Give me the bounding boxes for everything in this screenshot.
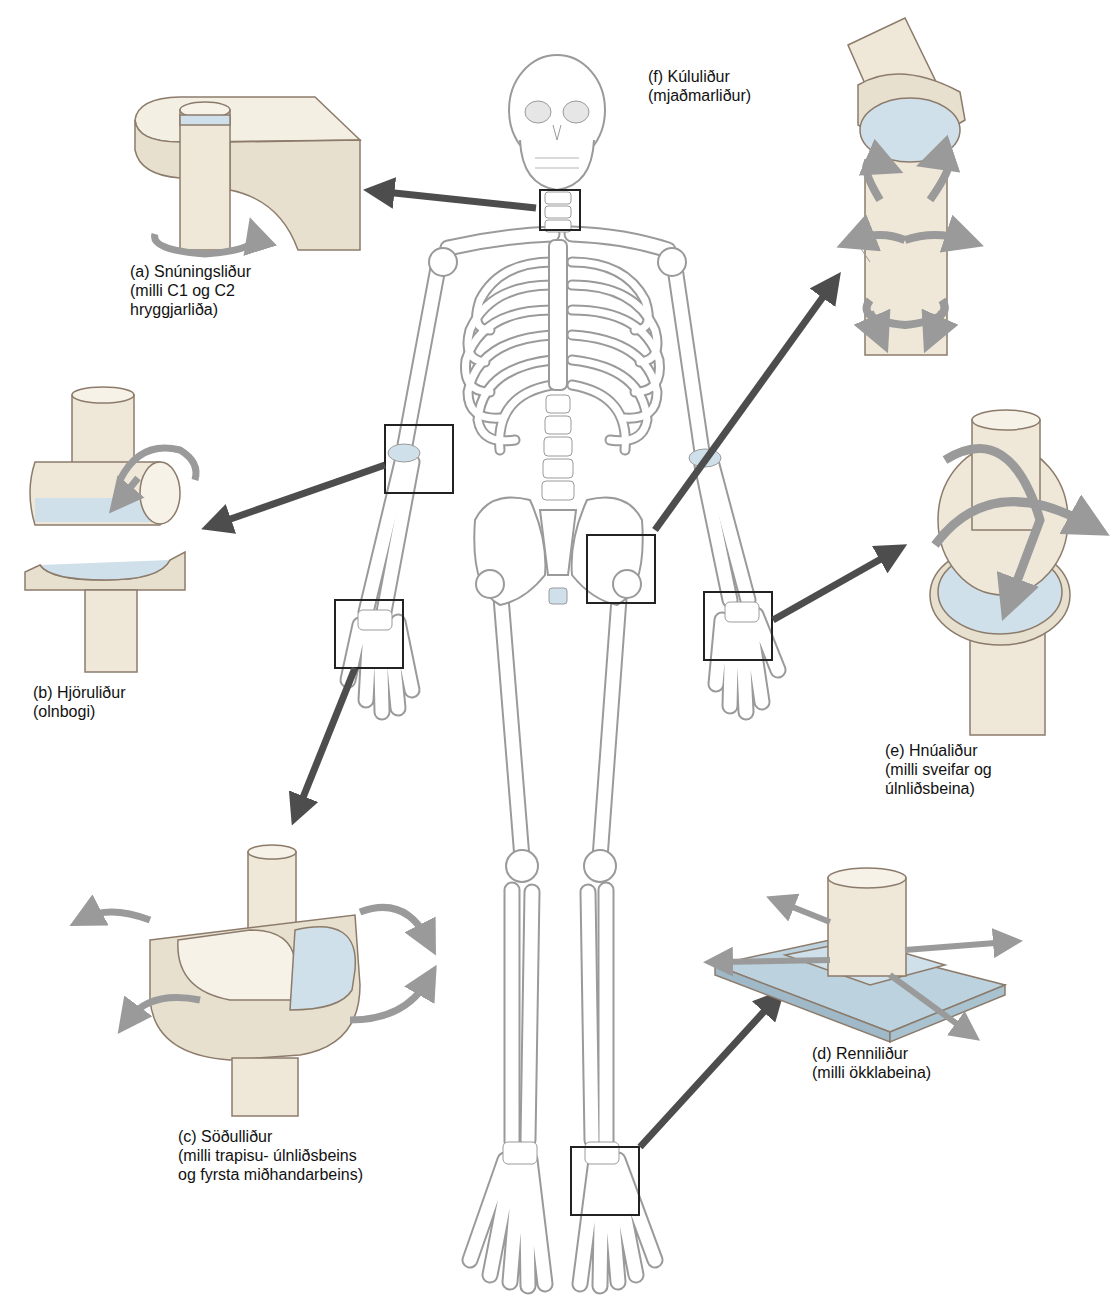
joint-name: (f) Kúluliður [648,67,868,86]
joint-name: (a) Snúningsliður [130,262,380,281]
joint-name: (b) Hjöruliður [33,683,233,702]
joint-name: (c) Söðulliður [178,1127,378,1146]
joint-location: (olnbogi) [33,702,183,721]
highlight-box [335,190,772,1215]
joint-name: (d) Renniliður [812,1044,1032,1063]
hinge-joint [25,387,196,672]
pivot-joint [135,97,360,254]
joint-location: (milli sveifar og úlnliðsbeina) [885,760,1035,798]
plane-joint [715,868,1008,1042]
joint-location: (mjaðmarliður) [648,86,868,105]
skeleton [348,55,778,1286]
ball-and-socket-joint [848,18,965,355]
saddle-joint [85,845,428,1116]
joint-location: (milli ökklabeina) [812,1063,1032,1082]
joint-location: (milli trapisu- úlnliðsbeins og fyrsta m… [178,1146,363,1184]
joint-name: (e) Hnúaliður [885,741,1105,760]
joint-location: (milli C1 og C2 hryggjarliða) [130,281,280,319]
condyloid-joint [930,410,1090,735]
